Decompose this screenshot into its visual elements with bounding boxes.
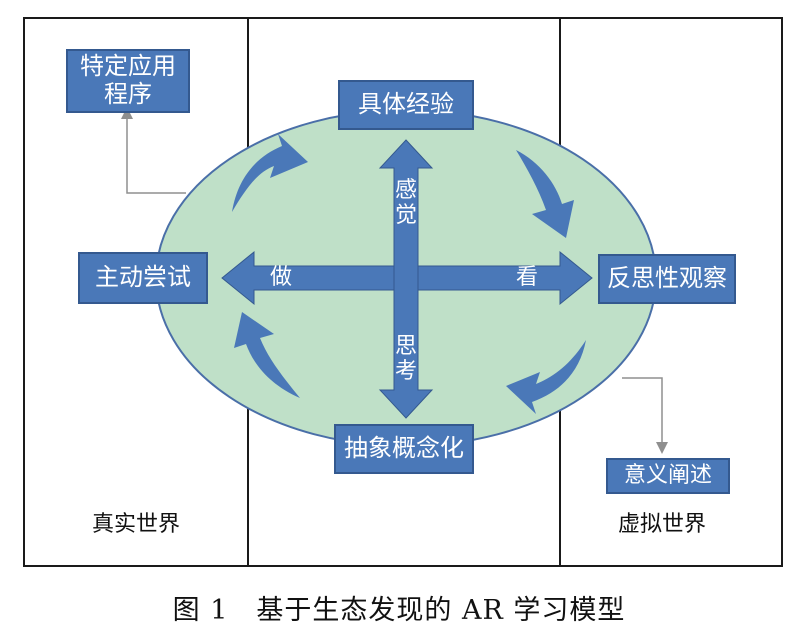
region-label-real-world: 真实世界: [92, 512, 181, 537]
node-reflective-observation: 反思性观察: [598, 254, 736, 304]
cycle-arrow-top-right: [516, 150, 574, 238]
cycle-arrow-top-left: [232, 134, 308, 212]
node-meaning-elaboration: 意义阐述: [606, 458, 730, 494]
cycle-arrow-bottom-left: [234, 312, 300, 398]
node-concrete-experience: 具体经验: [338, 80, 474, 130]
vertical-double-arrow: [378, 139, 434, 419]
node-abstract-conceptualization: 抽象概念化: [334, 424, 474, 474]
figure-caption: 图 1 基于生态发现的 AR 学习模型: [172, 595, 626, 626]
region-label-virtual-world: 虚拟世界: [618, 512, 707, 537]
node-specific-application: 特定应用程序: [66, 49, 190, 113]
axis-label-do: 做: [269, 265, 292, 290]
connector-to-app-box: [121, 107, 186, 194]
axis-label-feel: 感觉: [394, 178, 417, 229]
connector-to-meaning-box: [622, 377, 668, 454]
node-active-experimentation: 主动尝试: [78, 252, 208, 304]
axis-label-watch: 看: [515, 265, 538, 290]
axis-label-think: 思考: [394, 334, 417, 385]
cycle-arrow-bottom-right: [506, 340, 586, 414]
